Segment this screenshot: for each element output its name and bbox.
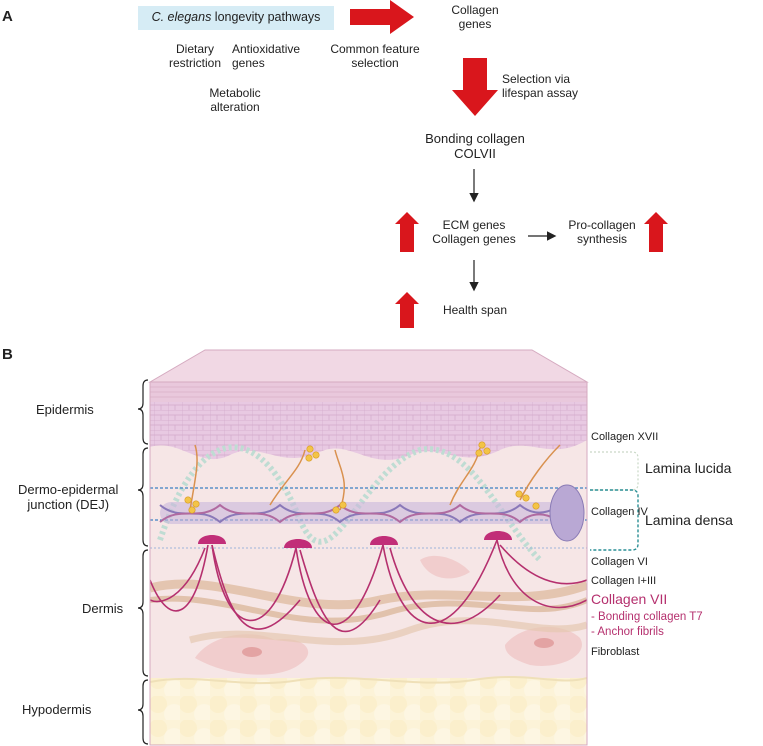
dej-line-1: Dermo-epidermal [18,482,119,497]
dermis-label: Dermis [82,601,124,616]
collagen-i-iii-label: Collagen I+III [591,575,657,587]
ecm-line-2: Collagen genes [432,232,516,246]
brace-dermis [137,549,149,677]
collagen-vii-head-2 [284,539,312,548]
dej-line-2: junction (DEJ) [27,497,110,512]
common-feature-line-1: Common feature [330,42,420,56]
bracket-lamina-lucida [590,451,639,491]
collagen-vii-head-1 [198,535,226,544]
ecm-genes-label: ECM genes Collagen genes [424,218,524,246]
procollagen-line-1: Pro-collagen [568,218,636,232]
bonding-collagen-label: Bonding collagen COLVII [410,131,540,161]
red-arrow-up-health-icon [395,292,419,328]
metabolic-alteration-label: Metabolic alteration [190,86,280,114]
lamina-densa-label: Lamina densa [645,512,733,528]
laminin-blob [549,484,585,542]
collagen-vii-head-3 [370,536,398,545]
brace-epidermis [137,379,149,445]
antioxidative-line-1: Antioxidative [232,42,301,56]
panel-b-label: B [2,346,13,363]
red-arrow-up-procollagen-icon [644,212,668,252]
skin-top-face [148,349,589,383]
collagen-genes-line-1: Collagen [451,3,499,17]
antioxidative-line-2: genes [232,56,265,70]
procollagen-line-2: synthesis [576,232,628,246]
collagen-iv-label: Collagen IV [591,506,648,518]
pathways-box [138,6,334,30]
brace-dej [137,447,149,547]
fibroblast-label: Fibroblast [591,646,640,658]
dietary-line-2: restriction [168,56,221,70]
pathways-rest: longevity pathways [211,10,321,24]
red-arrow-right-icon [350,0,414,34]
health-span-label: Health span [442,303,508,317]
selection-via-line-1: Selection via [502,72,571,86]
epidermis-label: Epidermis [36,402,94,417]
brace-hypodermis [137,679,149,745]
collagen-vii-label: Collagen VII [591,591,668,607]
skin-block-outline [149,381,588,746]
common-feature-line-2: selection [351,56,399,70]
red-arrow-up-ecm-icon [395,212,419,252]
anchor-fibrils-label: - Anchor fibrils [591,626,664,638]
dietary-restriction-label: Dietary restriction [150,42,240,70]
bonding-line-1: Bonding collagen [425,131,525,146]
antioxidative-genes-label: Antioxidative genes [232,42,318,70]
red-arrow-down-icon [452,58,498,116]
collagen-genes-label: Collagen genes [430,3,520,31]
panel-a-label: A [2,8,13,25]
dej-label: Dermo-epidermal junction (DEJ) [18,482,118,512]
ecm-line-1: ECM genes [442,218,506,232]
metabolic-line-1: Metabolic [209,86,261,100]
hypodermis-label: Hypodermis [22,702,92,717]
species-name: C. elegans [151,10,212,24]
bracket-lamina-densa [590,489,639,551]
common-feature-label: Common feature selection [330,42,420,70]
dietary-line-1: Dietary [175,42,214,56]
collagen-vi-label: Collagen VI [591,556,648,568]
selection-via-label: Selection via lifespan assay [502,72,602,100]
collagen-vii-head-4 [484,531,512,540]
collagen-genes-line-2: genes [458,17,492,31]
lamina-lucida-label: Lamina lucida [645,460,732,476]
metabolic-line-2: alteration [210,100,260,114]
selection-via-line-2: lifespan assay [502,86,579,100]
procollagen-label: Pro-collagen synthesis [560,218,644,246]
bonding-t7-label: - Bonding collagen T7 [591,611,703,623]
fibroblast-cell-3 [420,555,470,579]
collagen-xvii-label: Collagen XVII [591,431,659,443]
bonding-line-2: COLVII [454,146,496,161]
hypodermis-region [150,678,587,745]
pathways-box-text: C. elegans longevity pathways [140,10,332,24]
